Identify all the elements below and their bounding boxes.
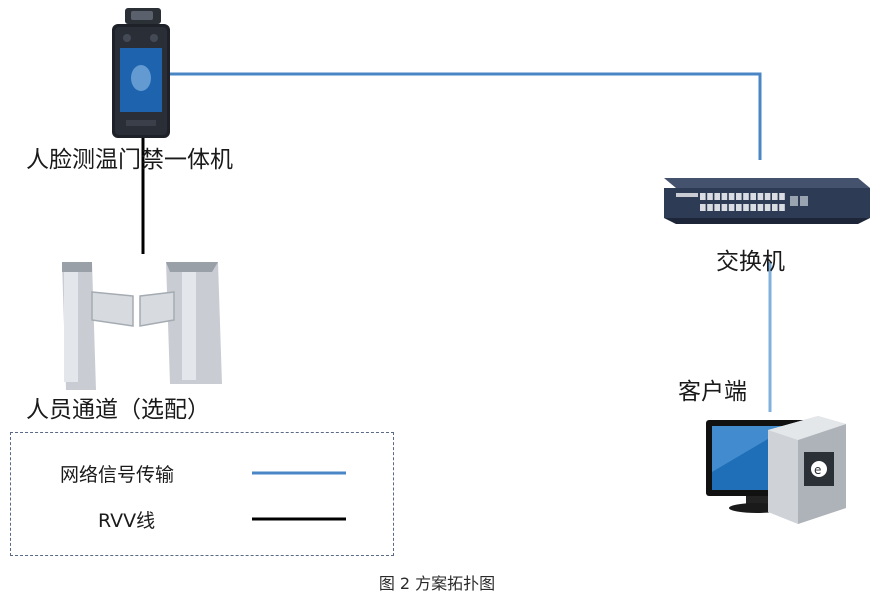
legend <box>10 432 394 556</box>
face-terminal-label: 人脸测温门禁一体机 <box>26 147 233 173</box>
switch-label: 交换机 <box>716 249 785 275</box>
switch-device <box>664 178 870 224</box>
switch-ports <box>700 193 808 211</box>
turnstile-label: 人员通道（选配） <box>26 397 210 423</box>
svg-text:e: e <box>814 463 821 477</box>
turnstile-device <box>62 262 222 390</box>
figure-caption: 图 2 方案拓扑图 <box>378 574 496 593</box>
client-label: 客户端 <box>678 379 747 405</box>
legend-network-label: 网络信号传输 <box>60 464 175 486</box>
client-computer: e <box>706 416 846 524</box>
face-terminal-device <box>112 8 170 138</box>
network-line-terminal-switch <box>170 72 762 160</box>
legend-rvv-label: RVV线 <box>98 510 156 532</box>
